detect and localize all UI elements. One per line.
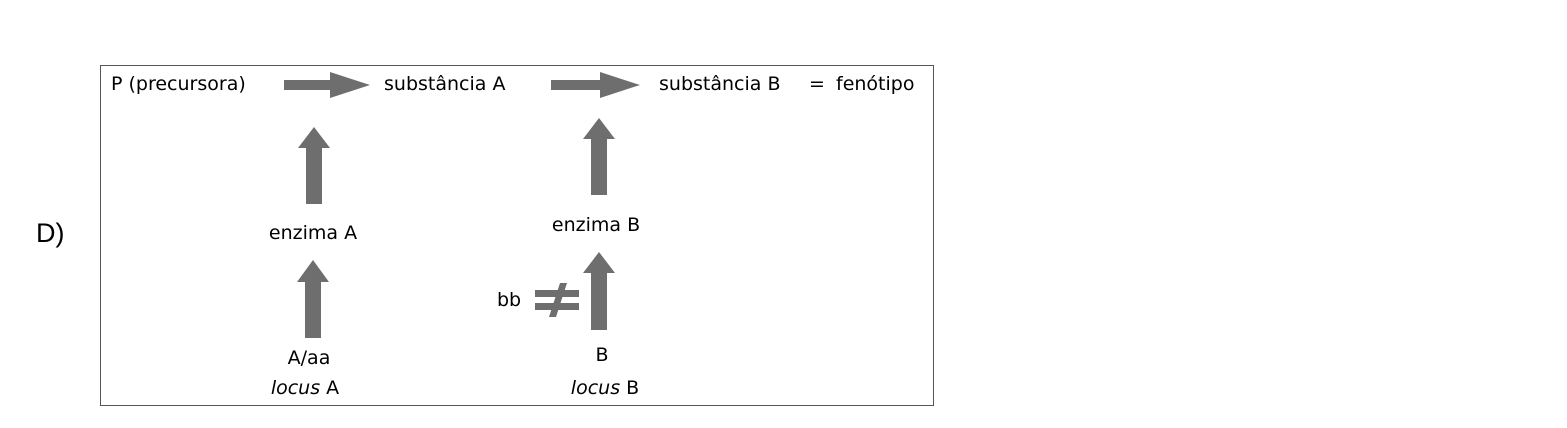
locus-b-genotype: B bbox=[595, 344, 609, 366]
locus-a-genotype: A/aa bbox=[287, 347, 331, 369]
equals-sign: = bbox=[809, 73, 825, 95]
option-letter: D) bbox=[36, 218, 65, 248]
locus-b-letter: B bbox=[626, 377, 640, 399]
arrow-up-icon bbox=[583, 118, 615, 195]
locus-a-letter: A bbox=[326, 377, 340, 399]
locus-a-label: locus A bbox=[271, 379, 339, 398]
arrow-up-icon bbox=[297, 260, 329, 338]
arrow-up-icon bbox=[583, 252, 615, 330]
phenotype-label: fenótipo bbox=[836, 73, 915, 95]
enzyme-b-label: enzima B bbox=[551, 214, 641, 236]
precursor-label: P (precursora) bbox=[111, 73, 246, 95]
bb-genotype-label: bb bbox=[497, 289, 522, 311]
locus-a-italic: locus bbox=[270, 377, 321, 399]
arrow-up-icon bbox=[298, 127, 330, 204]
diagram-frame bbox=[100, 65, 934, 406]
locus-b-italic: locus bbox=[570, 377, 621, 399]
arrow-right-icon bbox=[551, 72, 640, 98]
locus-b-label: locus B bbox=[571, 379, 639, 398]
not-equal-icon bbox=[535, 283, 579, 317]
substance-a-label: substância A bbox=[384, 73, 506, 95]
substance-b-label: substância B bbox=[659, 73, 781, 95]
arrow-right-icon bbox=[284, 72, 370, 98]
enzyme-a-label: enzima A bbox=[268, 222, 358, 244]
